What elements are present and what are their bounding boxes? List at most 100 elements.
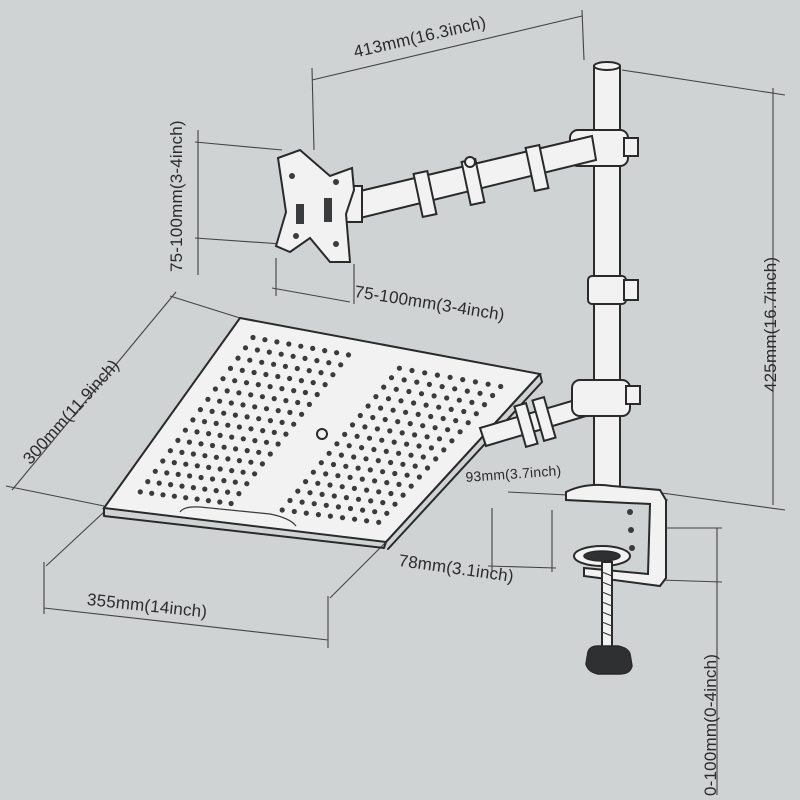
vent-hole	[145, 479, 151, 485]
vent-hole	[322, 348, 328, 354]
vent-hole	[481, 402, 488, 408]
vent-hole	[416, 443, 422, 449]
vent-hole	[287, 375, 293, 382]
vent-hole	[242, 345, 249, 351]
vent-hole	[221, 410, 227, 416]
vent-hole	[190, 485, 196, 491]
vent-hole	[310, 345, 316, 351]
vent-hole	[232, 479, 238, 485]
vent-hole	[473, 411, 479, 417]
vent-hole	[326, 360, 332, 366]
vent-hole	[205, 498, 211, 504]
vent-hole	[291, 508, 297, 515]
vent-hole	[302, 355, 308, 361]
vent-hole	[182, 427, 188, 433]
vent-hole	[251, 369, 257, 376]
vent-hole	[392, 501, 398, 507]
vent-hole	[229, 434, 235, 440]
vent-hole	[256, 449, 262, 455]
vent-hole	[295, 488, 301, 494]
vent-hole	[319, 491, 325, 497]
vent-hole	[271, 429, 277, 435]
vent-hole	[396, 450, 402, 456]
vent-hole	[373, 394, 379, 400]
vent-hole	[224, 388, 230, 394]
vent-hole	[343, 495, 349, 501]
vent-hole	[345, 352, 352, 358]
vent-hole	[351, 485, 357, 491]
vent-hole	[239, 367, 245, 373]
vent-hole	[221, 444, 227, 450]
vent-hole	[267, 384, 273, 390]
vent-hole	[271, 361, 277, 367]
vent-hole	[186, 439, 192, 445]
vent-hole	[311, 501, 317, 507]
vent-hole	[418, 391, 425, 397]
vent-hole	[363, 456, 369, 462]
vent-hole	[310, 380, 316, 386]
vent-hole	[259, 461, 265, 467]
vent-hole	[171, 460, 177, 466]
vent-hole	[346, 443, 352, 449]
vent-hole	[360, 507, 366, 513]
vent-hole	[411, 400, 417, 406]
vent-hole	[334, 441, 340, 447]
vent-hole	[444, 395, 450, 401]
vent-hole	[339, 515, 346, 521]
pole-height-label: 425mm(16.7inch)	[761, 256, 780, 392]
vent-hole	[388, 375, 395, 381]
vent-hole	[198, 474, 204, 481]
vent-hole	[232, 378, 238, 384]
vent-hole	[364, 518, 370, 524]
vent-hole	[380, 500, 386, 506]
vent-hole	[379, 437, 385, 443]
vent-hole	[384, 480, 390, 486]
vent-hole	[274, 339, 280, 345]
vent-hole	[244, 414, 250, 420]
vent-hole	[302, 389, 308, 396]
vent-hole	[295, 399, 301, 406]
vent-hole	[364, 487, 370, 493]
vent-hole	[227, 365, 234, 371]
vent-hole	[357, 412, 363, 419]
vent-hole	[164, 470, 170, 476]
vent-hole	[372, 509, 378, 515]
vent-hole	[351, 454, 357, 460]
vent-hole	[291, 388, 297, 394]
vent-hole	[323, 502, 329, 508]
vent-hole	[338, 452, 344, 458]
vent-hole	[420, 454, 426, 460]
vent-hole	[330, 461, 337, 468]
vent-hole	[414, 379, 420, 385]
vent-hole	[236, 491, 242, 497]
vent-hole	[282, 363, 288, 369]
vent-hole	[349, 422, 356, 428]
vent-hole	[256, 416, 262, 422]
vent-hole	[156, 480, 162, 486]
vent-hole	[433, 456, 439, 462]
vent-hole	[279, 419, 285, 425]
vent-hole	[452, 386, 458, 392]
vent-hole	[390, 407, 396, 413]
dimension-lines	[5, 9, 786, 795]
vent-hole	[263, 371, 269, 378]
vent-hole	[220, 376, 226, 382]
vent-hole	[343, 463, 349, 469]
vent-hole	[252, 438, 258, 444]
vent-hole	[233, 446, 239, 452]
vent-hole	[330, 372, 336, 378]
vent-hole	[490, 392, 496, 399]
vent-hole	[198, 441, 204, 447]
vent-hole	[286, 341, 292, 347]
vent-hole	[326, 450, 332, 456]
vent-hole	[383, 448, 389, 454]
vent-hole	[240, 469, 246, 475]
vent-hole	[232, 412, 238, 418]
vent-hole	[267, 418, 273, 424]
vent-hole	[376, 489, 382, 495]
vent-hole	[355, 496, 362, 502]
vent-hole	[278, 351, 284, 357]
vent-hole	[388, 459, 394, 466]
vent-hole	[271, 396, 277, 402]
vent-hole	[456, 397, 462, 403]
